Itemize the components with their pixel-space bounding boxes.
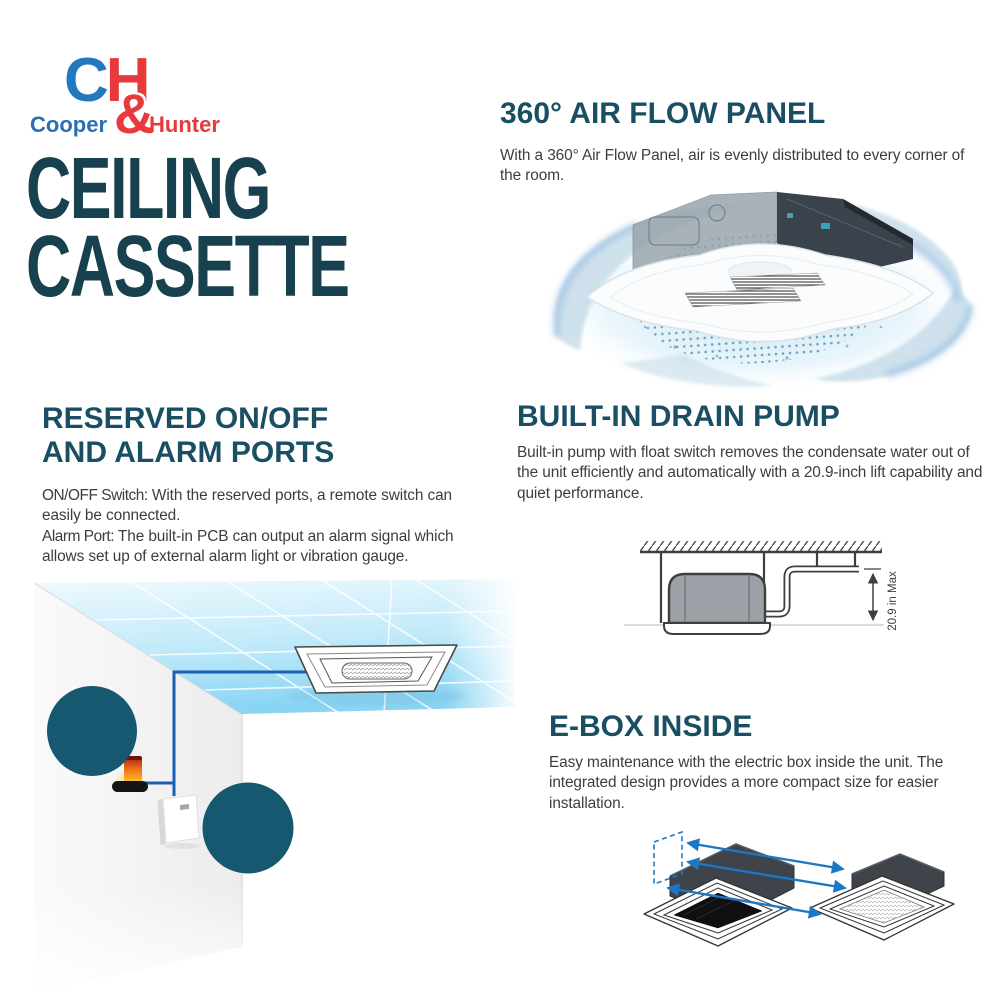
ebox-transfer-arrows	[666, 838, 847, 919]
light-grille	[838, 889, 926, 924]
lift-dimension: 20.9 in Max	[864, 568, 899, 631]
logo-cooper-text: Cooper	[30, 112, 107, 137]
page-title-line1: CEILING	[26, 140, 271, 237]
drain-pipe	[762, 565, 859, 618]
ports-body: ON/OFF Switch: With the reserved ports, …	[42, 486, 490, 568]
ceiling-hatch	[640, 541, 882, 552]
logo-wordmark: Cooper Hunter	[30, 112, 220, 138]
lift-dimension-label: 20.9 in Max	[887, 571, 899, 631]
panel-grille	[684, 272, 826, 308]
drain-body: Built-in pump with float switch removes …	[517, 444, 983, 502]
logo-monogram: CH	[64, 50, 151, 112]
drain-heading: BUILT-IN DRAIN PUMP	[517, 400, 840, 433]
ebox-heading: E-BOX INSIDE	[549, 710, 753, 743]
ebox-dashed-outline	[653, 830, 683, 886]
ebox-illustration	[643, 830, 955, 947]
cooper-hunter-logo: CH & Cooper Hunter	[30, 50, 280, 145]
airflow-panel-face	[585, 243, 935, 343]
ports-body-onoff: ON/OFF Switch: With the reserved ports, …	[42, 486, 490, 527]
onoff-text: With the reserved ports, a remote switch…	[42, 487, 453, 525]
airflow-illustration	[542, 191, 978, 393]
wall-switch-box	[157, 794, 200, 849]
teal-circle-left	[47, 686, 137, 776]
ports-body-alarm: Alarm Port: The built-in PCB can output …	[42, 527, 490, 568]
logo-letter-h: H	[105, 46, 151, 115]
onoff-label: ON/OFF Switch:	[42, 487, 148, 504]
alarm-text: The built-in PCB can output an alarm sig…	[42, 527, 454, 566]
ports-heading: RESERVED ON/OFF AND ALARM PORTS	[42, 402, 335, 469]
drain-pump-diagram: 20.9 in Max	[624, 541, 899, 635]
airflow-body: With a 360° Air Flow Panel, air is evenl…	[500, 147, 965, 185]
logo-ampersand-icon: &	[114, 82, 155, 145]
teal-circle-right	[202, 782, 294, 874]
logo-letter-c: C	[64, 46, 109, 115]
page-title-line2: CASSETTE	[26, 218, 350, 316]
air-trailing-dots	[643, 325, 883, 360]
logo-hunter-text: Hunter	[149, 112, 220, 137]
alarm-label: Alarm Port:	[42, 527, 115, 545]
ceiling-cassette-unit	[286, 644, 466, 705]
switch-label	[180, 804, 189, 810]
airflow-heading: 360° AIR FLOW PANEL	[500, 97, 826, 130]
room-installation-illustration	[20, 575, 520, 1000]
indoor-unit	[663, 572, 771, 635]
ebox-body: Easy maintenance with the electric box i…	[549, 754, 944, 812]
page-title: CEILING CASSETTE	[26, 140, 474, 316]
